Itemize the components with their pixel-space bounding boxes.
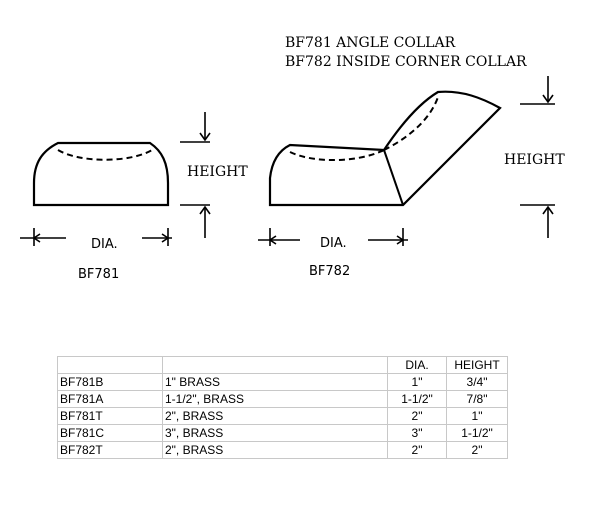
bf781-collar-outline [32,141,170,207]
title-line-2: BF782 INSIDE CORNER COLLAR [285,54,527,70]
cell-description: 3", BRASS [162,424,388,442]
specs-table: DIA. HEIGHT BF781B 1" BRASS 1" 3/4" BF78… [57,356,508,459]
cell-description: 2", BRASS [162,441,388,459]
cell-height: 1-1/2" [446,424,508,442]
title-line-1: BF781 ANGLE COLLAR [285,35,456,51]
bf782-height-label: HEIGHT [504,152,565,168]
header-description [162,356,388,374]
table-row: BF781B 1" BRASS 1" 3/4" [57,373,508,391]
bf781-height-label: HEIGHT [187,164,248,180]
table-row: BF781T 2", BRASS 2" 1" [57,407,508,425]
bf782-hidden-edge-left [289,149,385,161]
header-part-number [57,356,163,374]
cell-dia: 3" [387,424,447,442]
cell-dia: 2" [387,407,447,425]
bf782-collar-outline [268,90,502,207]
cell-part-number: BF781C [57,424,163,442]
bf782-dia-label: DIA. [320,236,347,251]
cell-height: 3/4" [446,373,508,391]
cell-dia: 2" [387,441,447,459]
bf781-dia-dimension [20,228,172,246]
cell-height: 7/8" [446,390,508,408]
bf781-caption: BF781 [78,267,119,282]
table-row: BF781C 3", BRASS 3" 1-1/2" [57,424,508,442]
bf782-crease-edge [383,149,404,206]
bf781-height-dimension [180,112,211,238]
bf781-dia-label: DIA. [91,237,118,252]
table-header-row: DIA. HEIGHT [57,356,508,374]
bf782-dia-dimension [258,228,408,246]
cell-dia: 1" [387,373,447,391]
cell-description: 1" BRASS [162,373,388,391]
cell-description: 1-1/2", BRASS [162,390,388,408]
header-dia: DIA. [387,356,447,374]
cell-part-number: BF781T [57,407,163,425]
cell-height: 2" [446,441,508,459]
cell-part-number: BF782T [57,441,163,459]
cell-part-number: BF781B [57,373,163,391]
cell-part-number: BF781A [57,390,163,408]
header-height: HEIGHT [446,356,508,374]
table-row: BF781A 1-1/2", BRASS 1-1/2" 7/8" [57,390,508,408]
bf781-hidden-edge [57,149,153,161]
cell-height: 1" [446,407,508,425]
bf781-collar-drawing [32,141,170,207]
bf782-collar-drawing [268,90,502,207]
bf782-caption: BF782 [309,264,350,279]
cell-dia: 1-1/2" [387,390,447,408]
cell-description: 2", BRASS [162,407,388,425]
table-row: BF782T 2", BRASS 2" 2" [57,441,508,459]
bf782-height-dimension [520,76,555,238]
bf782-hidden-edge-right [383,96,439,151]
